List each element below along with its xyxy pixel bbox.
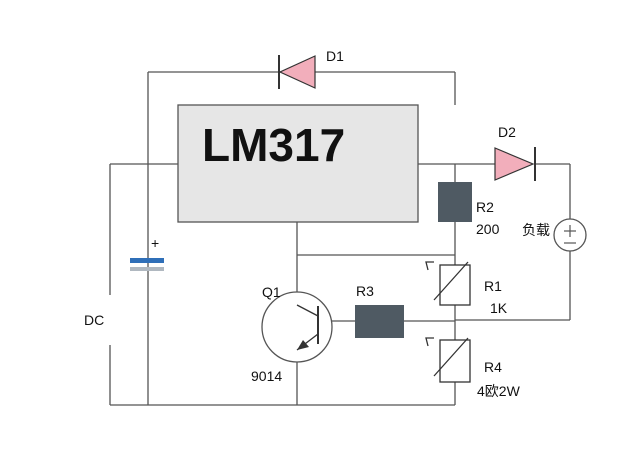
resistor-r2: R2 200	[438, 182, 500, 237]
resistor-r2-value: 200	[476, 221, 500, 237]
resistor-r1-wiper	[433, 261, 469, 301]
resistor-r3-label: R3	[356, 283, 374, 299]
diode-d1-label: D1	[326, 48, 344, 64]
resistor-r2-label: R2	[476, 199, 494, 215]
resistor-r1-label: R1	[484, 278, 502, 294]
resistor-r1-body	[439, 264, 471, 306]
resistor-r1-arrow	[425, 261, 434, 271]
transistor-q1-collector	[296, 304, 319, 317]
resistor-r4-value: 4欧2W	[477, 383, 521, 399]
load-label: 负载	[522, 222, 550, 238]
ic-body	[177, 104, 419, 223]
ic-label: LM317	[202, 119, 345, 171]
diode-d2-triangle	[494, 147, 535, 181]
dc-source-label: DC	[84, 312, 104, 328]
diode-d1-triangle	[278, 55, 316, 89]
resistor-r3: R3	[355, 283, 404, 338]
transistor-q1-body	[261, 291, 333, 363]
wires	[109, 71, 571, 406]
diode-d2-label: D2	[498, 124, 516, 140]
resistor-r4-label: R4	[484, 359, 502, 375]
resistor-r2-body	[438, 182, 472, 222]
capacitor-plate-bottom	[130, 267, 164, 271]
resistor-r1-value: 1K	[490, 300, 508, 316]
resistor-r4: R4 4欧2W	[425, 337, 521, 399]
resistor-r4-wiper	[433, 337, 469, 377]
transistor-q1-label: Q1	[262, 284, 281, 300]
transistor-q1-value: 9014	[251, 368, 282, 384]
transistor-q1-arrow	[297, 340, 309, 350]
resistor-r4-arrow	[425, 337, 434, 347]
load: 负载	[522, 218, 587, 252]
resistor-r1: R1 1K	[425, 261, 508, 316]
capacitor-plate-top	[130, 258, 164, 263]
diode-d1: D1	[278, 48, 344, 89]
ic-lm317: LM317	[177, 104, 419, 223]
transistor-q1: Q1 9014	[251, 284, 333, 384]
capacitor-polarity: +	[151, 235, 159, 251]
resistor-r4-body	[439, 339, 471, 383]
capacitor: +	[130, 235, 164, 271]
diode-d2: D2	[494, 124, 536, 181]
resistor-r3-body	[355, 305, 404, 338]
